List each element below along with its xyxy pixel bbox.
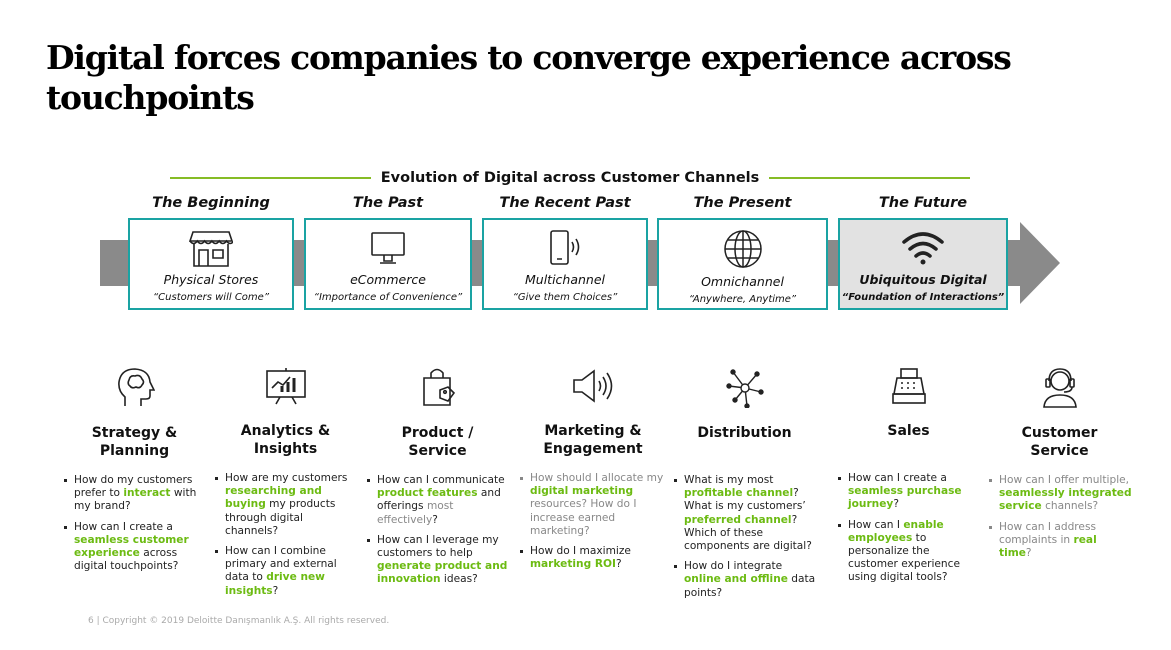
stage-name: Ubiquitous Digital [859, 272, 987, 287]
stage-box: Omnichannel “Anywhere, Anytime” [657, 218, 828, 310]
stage-quote: “Importance of Convenience” [313, 292, 463, 303]
question-bullet: How can I enable employees to personaliz… [836, 519, 981, 585]
question-bullet: What is my most profitable channel? What… [672, 474, 817, 553]
stage-name: Multichannel [524, 272, 606, 287]
evolution-heading: Evolution of Digital across Customer Cha… [170, 168, 971, 188]
question-bullet: How are my customers researching and buy… [213, 472, 358, 538]
question-list: How can I communicate product features a… [365, 474, 510, 587]
question-list: How can I create a seamless purchase jou… [836, 472, 981, 585]
topic-title: Product / Service [401, 425, 474, 459]
analytics-chart-icon [213, 366, 358, 406]
brain-head-icon [62, 366, 207, 408]
stage-quote: “Foundation of Interactions” [841, 292, 1005, 303]
question-bullet: How can I leverage my customers to help … [365, 534, 510, 587]
topic-title: Marketing & Engagement [543, 423, 643, 457]
storefront-icon [130, 228, 292, 268]
page-title: Digital forces companies to converge exp… [46, 38, 1012, 117]
shopping-bag-tag-icon [365, 366, 510, 408]
question-bullet: How should I allocate my digital marketi… [518, 472, 668, 538]
question-bullet: How do I integrate online and offline da… [672, 560, 817, 600]
question-bullet: How do my customers prefer to interact w… [62, 474, 207, 514]
question-bullet: How can I create a seamless purchase jou… [836, 472, 981, 512]
stage-name: eCommerce [350, 272, 426, 287]
topic-title: Strategy & Planning [91, 425, 178, 459]
topic-column: Strategy & Planning How do my customers … [62, 366, 207, 580]
stage-quote: “Anywhere, Anytime” [688, 294, 797, 305]
topic-column: Sales How can I create a seamless purcha… [836, 366, 981, 592]
topic-title: Analytics & Insights [240, 423, 331, 457]
topic-column: Distribution What is my most profitable … [672, 366, 817, 607]
topic-title: Distribution [697, 425, 792, 441]
wifi-icon [840, 228, 1006, 268]
monitor-icon [306, 228, 470, 268]
question-list: How should I allocate my digital marketi… [518, 472, 668, 571]
speaker-icon [518, 366, 668, 406]
stage-label: The Past [352, 195, 424, 211]
stage-box: Ubiquitous Digital “Foundation of Intera… [838, 218, 1008, 310]
question-bullet: How can I address complaints in real tim… [987, 521, 1132, 561]
stage-box: Multichannel “Give them Choices” [482, 218, 648, 310]
footer-copyright: 6 | Copyright © 2019 Deloitte Danışmanlı… [88, 616, 390, 626]
topic-title: Customer Service [1021, 425, 1098, 459]
question-list: What is my most profitable channel? What… [672, 474, 817, 600]
stage-box: eCommerce “Importance of Convenience” [304, 218, 472, 310]
smartphone-icon [484, 228, 646, 268]
topic-column: Product / Service How can I communicate … [365, 366, 510, 594]
globe-icon [659, 228, 826, 270]
cash-register-icon [836, 366, 981, 406]
topic-column: Analytics & Insights How are my customer… [213, 366, 358, 605]
question-list: How are my customers researching and buy… [213, 472, 358, 598]
network-nodes-icon [672, 366, 817, 408]
stage-quote: “Customers will Come” [152, 292, 269, 303]
stage-label: The Future [878, 195, 968, 211]
topic-title: Sales [887, 423, 930, 439]
topic-column: Marketing & Engagement How should I allo… [518, 366, 668, 578]
question-list: How can I offer multiple, seamlessly int… [987, 474, 1132, 560]
stage-box: Physical Stores “Customers will Come” [128, 218, 294, 310]
stage-quote: “Give them Choices” [512, 292, 618, 303]
question-bullet: How can I combine primary and external d… [213, 545, 358, 598]
headset-agent-icon [987, 366, 1132, 408]
stage-name: Omnichannel [701, 274, 784, 289]
stage-label: The Beginning [152, 195, 270, 211]
question-bullet: How can I create a seamless customer exp… [62, 521, 207, 574]
timeline-arrow-head [1020, 222, 1060, 304]
topic-column: Customer Service How can I offer multipl… [987, 366, 1132, 567]
stage-name: Physical Stores [163, 272, 259, 287]
question-list: How do my customers prefer to interact w… [62, 474, 207, 573]
stage-label: The Recent Past [499, 195, 631, 211]
question-bullet: How can I offer multiple, seamlessly int… [987, 474, 1132, 514]
question-bullet: How do I maximize marketing ROI? [518, 545, 668, 571]
stage-label: The Present [693, 195, 792, 211]
question-bullet: How can I communicate product features a… [365, 474, 510, 527]
